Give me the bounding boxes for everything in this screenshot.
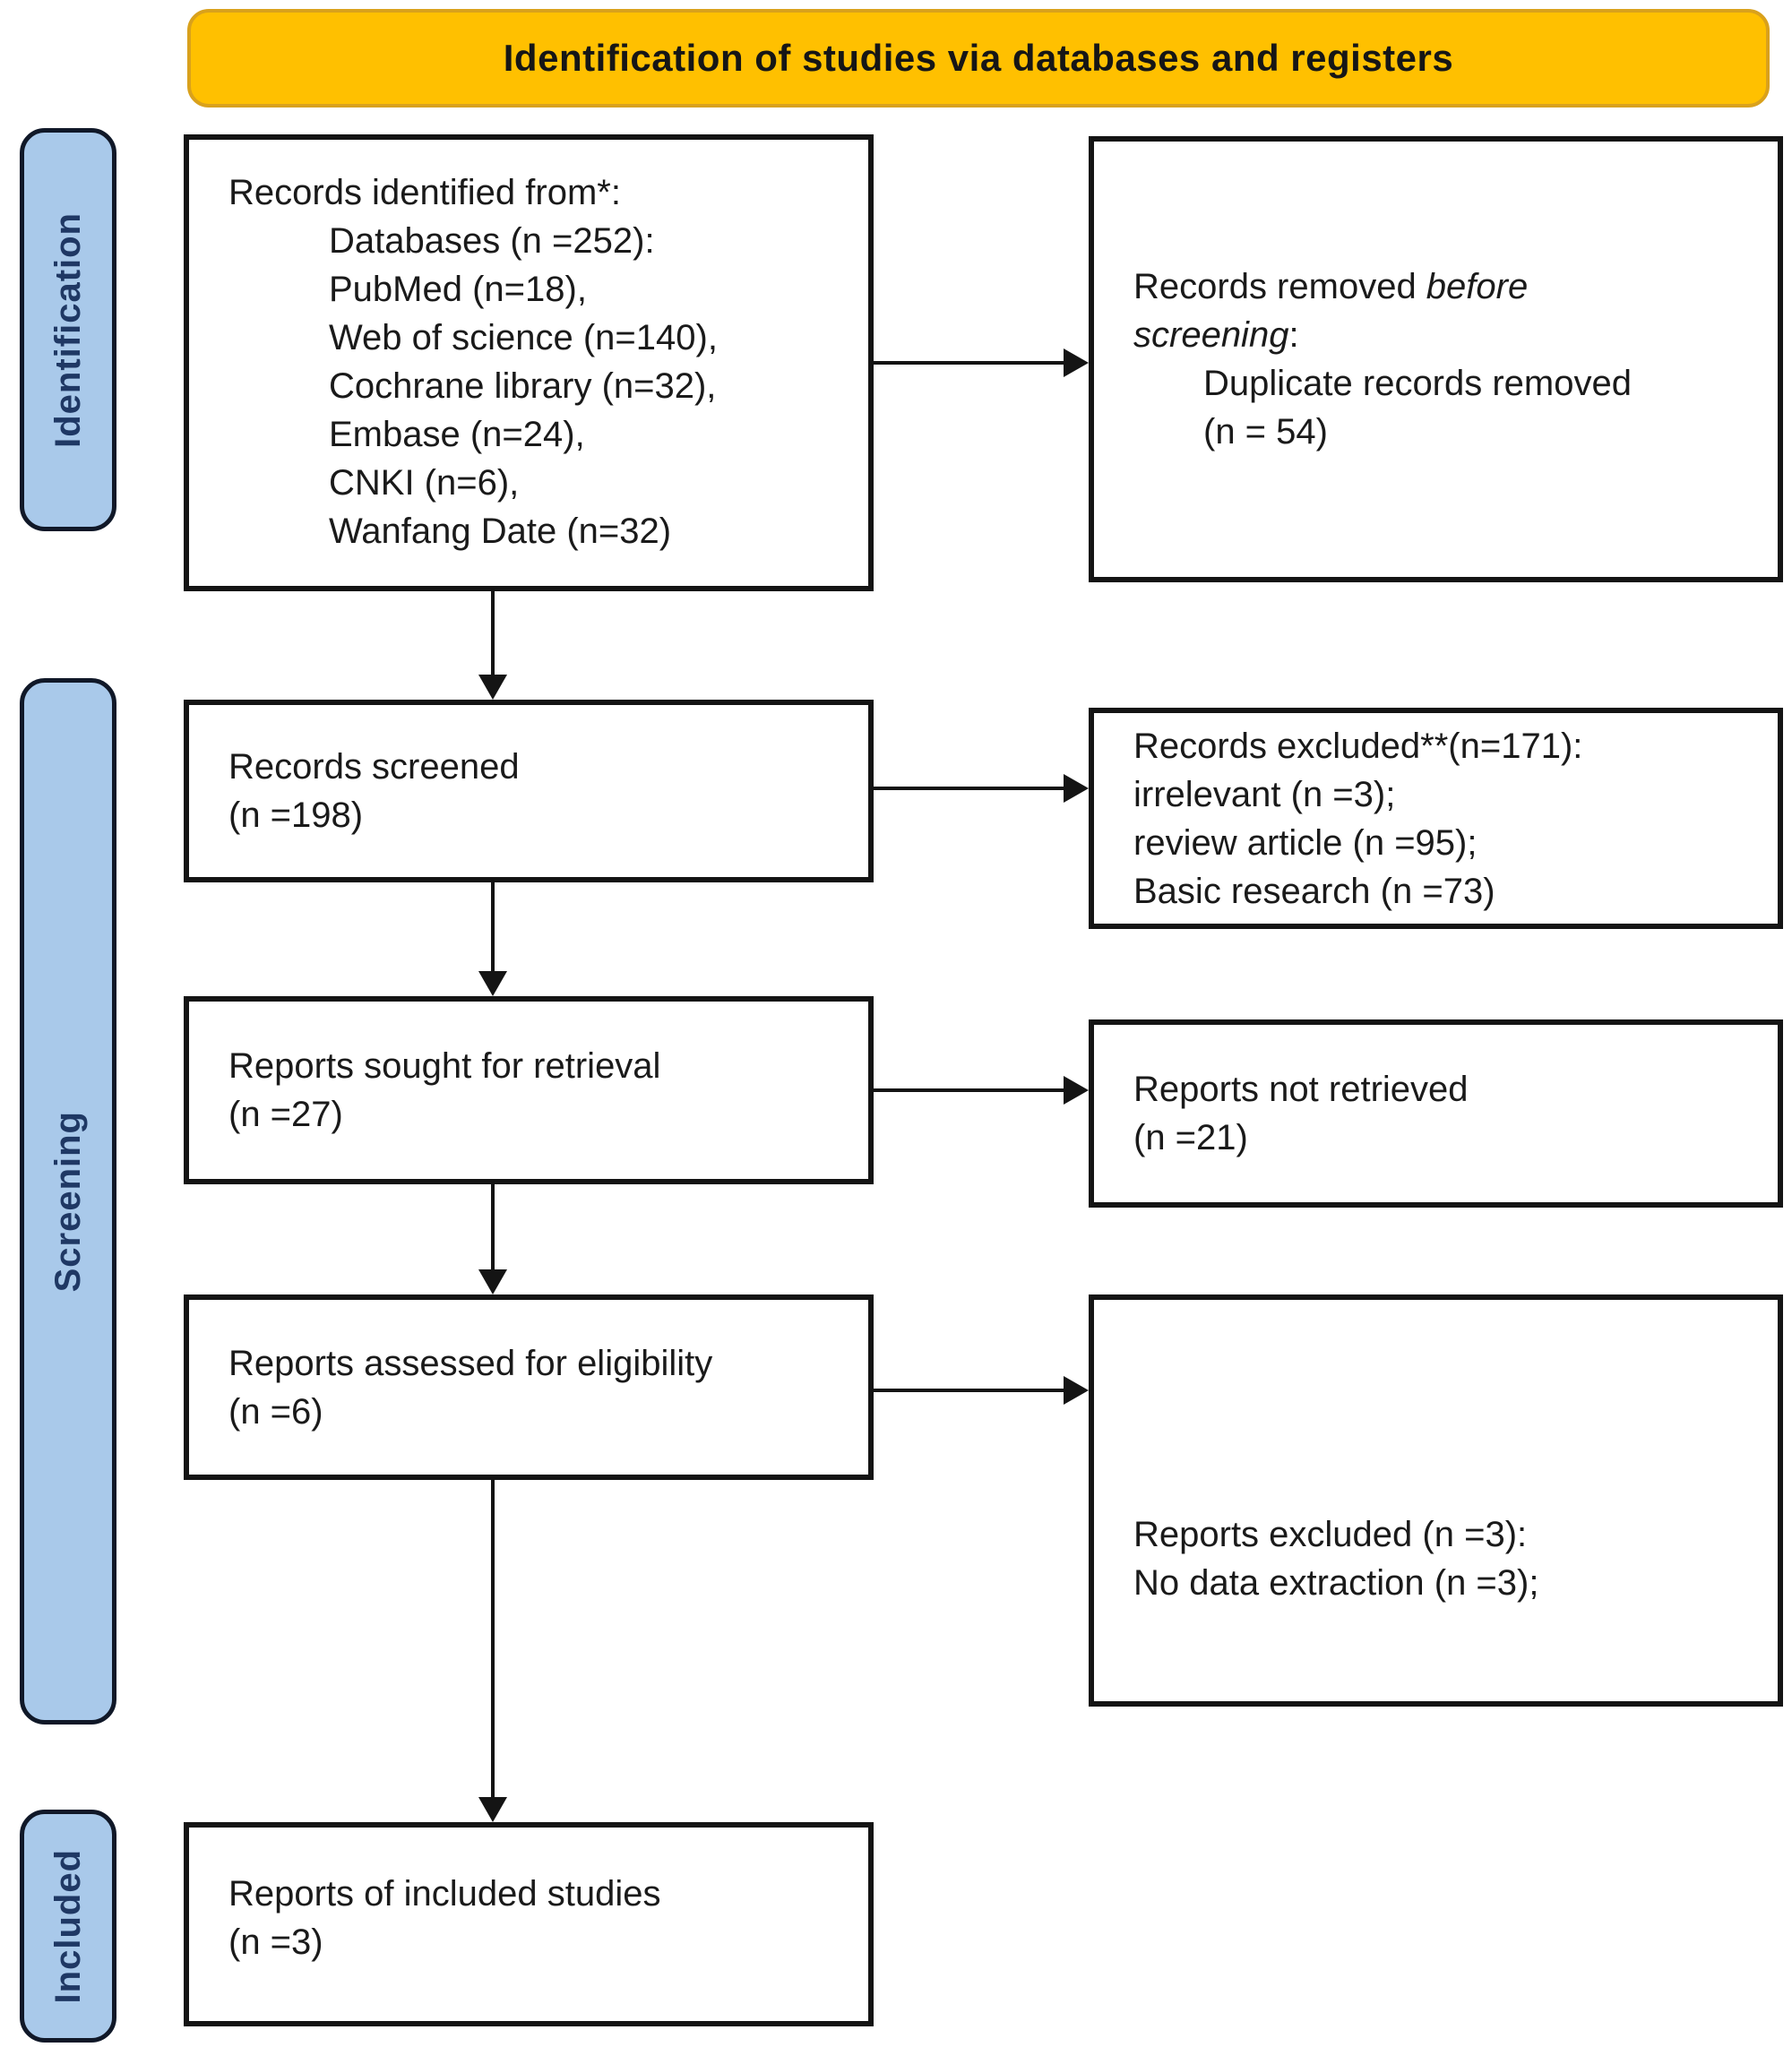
box-text-line: No data extraction (n =3); [1133,1563,1539,1603]
box-text-line: Reports assessed for eligibility [228,1343,713,1383]
box-text-line: Web of science (n=140), [329,318,718,357]
arrow-sought-to-assessed-head [478,1269,507,1294]
box-text-line: Reports not retrieved [1133,1070,1469,1109]
arrow-assessed-to-excluded-head [1064,1376,1089,1405]
box-text: Records excluded**(n=171): irrelevant (n … [1094,722,1778,916]
box-text-line: Duplicate records removed [1203,364,1632,403]
box-text: Records screened (n =198) [189,743,868,839]
box-text-line: Embase (n=24), [329,415,585,454]
arrow-sought-to-not-retrieved-head [1064,1076,1089,1105]
box-text: Reports sought for retrieval (n =27) [189,1042,868,1139]
arrow-assessed-to-included-head [478,1797,507,1822]
arrow-identified-to-removed-head [1064,348,1089,377]
box-text-line: Reports excluded (n =3): [1133,1515,1528,1554]
banner-title: Identification of studies via databases … [503,37,1454,79]
flow-box-records-identified: Records identified from*: Databases (n =2… [184,134,874,591]
stage-label-identification: Identification [20,128,116,531]
stage-label-text: Identification [47,211,88,448]
box-text-line: Records identified from*: [228,173,621,212]
arrow-assessed-to-included-line [491,1480,495,1799]
box-text: Records identified from*: Databases (n =2… [189,140,868,555]
box-text-line: Cochrane library (n=32), [329,366,717,406]
box-text-line: Records removed before [1133,267,1529,306]
flow-box-reports-assessed: Reports assessed for eligibility (n =6) [184,1294,874,1480]
box-text-line: (n =198) [228,796,364,835]
stage-label-text: Included [47,1848,88,2004]
box-text: Reports excluded (n =3): No data extracti… [1094,1510,1778,1607]
box-text-line: (n =6) [228,1391,323,1432]
box-text-line: (n =27) [228,1095,343,1134]
box-text-line: PubMed (n=18), [329,270,587,309]
box-text-line: CNKI (n=6), [329,463,520,503]
stage-label-included: Included [20,1810,116,2043]
arrow-screened-to-sought-line [491,882,495,973]
box-text-line: Reports sought for retrieval [228,1046,661,1086]
box-text-line: Reports of included studies [228,1874,661,1914]
box-text: Reports not retrieved (n =21) [1094,1065,1778,1162]
arrow-sought-to-assessed-line [491,1184,495,1271]
flow-box-reports-excluded: Reports excluded (n =3): No data extracti… [1089,1294,1783,1707]
arrow-screened-to-sought-head [478,971,507,996]
arrow-identified-to-removed-line [874,361,1065,365]
box-text-line: screening: [1133,315,1299,355]
flow-box-reports-not-retrieved: Reports not retrieved (n =21) [1089,1019,1783,1208]
flow-box-records-screened: Records screened (n =198) [184,700,874,882]
box-text-line: Records screened [228,747,520,787]
box-text-line: (n =3) [228,1922,323,1962]
arrow-sought-to-not-retrieved-line [874,1088,1065,1092]
box-text-line: (n =21) [1133,1118,1248,1157]
box-text: Reports of included studies (n =3) [189,1870,868,1966]
box-text-line: Records excluded**(n=171): [1133,726,1583,766]
flow-box-records-excluded: Records excluded**(n=171): irrelevant (n … [1089,708,1783,929]
arrow-screened-to-excluded-line [874,787,1065,790]
box-text-line: irrelevant (n =3); [1133,774,1396,814]
flow-box-reports-included: Reports of included studies (n =3) [184,1822,874,2026]
box-text-line: Wanfang Date (n=32) [329,512,672,551]
flow-box-reports-sought: Reports sought for retrieval (n =27) [184,996,874,1184]
arrow-assessed-to-excluded-line [874,1389,1065,1392]
box-text: Reports assessed for eligibility (n =6) [189,1339,868,1436]
box-text-line: Databases (n =252): [329,221,655,261]
flow-box-records-removed: Records removed before screening: Duplicat… [1089,136,1783,582]
arrow-screened-to-excluded-head [1064,774,1089,803]
title-banner: Identification of studies via databases … [187,9,1770,108]
box-text-line: (n = 54) [1203,412,1328,452]
box-text-line: review article (n =95); [1133,822,1478,863]
stage-label-screening: Screening [20,678,116,1724]
box-text: Records removed before screening: Duplicat… [1094,262,1778,456]
box-text-line: Basic research (n =73) [1133,871,1495,911]
stage-label-text: Screening [47,1110,88,1293]
arrow-identified-to-screened-head [478,675,507,700]
arrow-identified-to-screened-line [491,591,495,678]
